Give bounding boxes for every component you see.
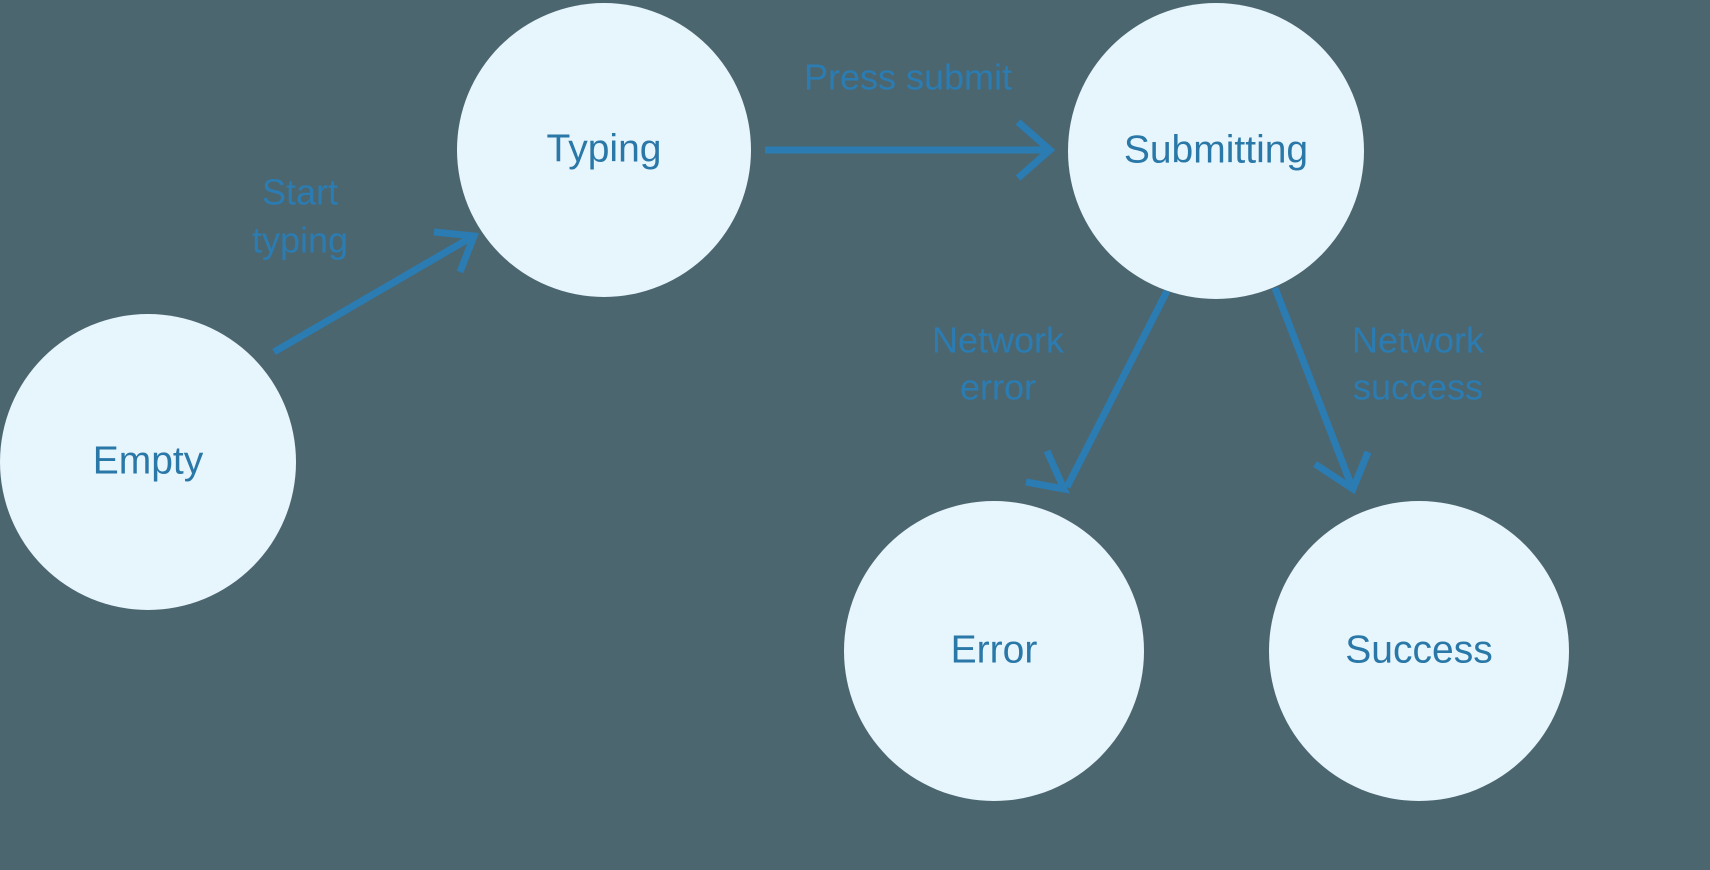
edge-label-typing-to-submitting-line1: Press submit	[804, 57, 1012, 98]
edge-submitting-to-error-arrowhead	[1025, 449, 1070, 494]
state-node-success-circle[interactable]	[1269, 501, 1569, 801]
edge-empty-to-typing	[272, 228, 479, 356]
edge-label-submitting-to-error-line1: Network	[932, 320, 1065, 361]
edge-label-typing-to-submitting: Press submit	[804, 57, 1012, 98]
edge-submitting-to-success-arrowhead	[1313, 450, 1372, 495]
edge-label-submitting-to-success-line2: success	[1353, 367, 1483, 408]
state-node-empty-label: Empty	[93, 439, 204, 482]
state-node-error[interactable]: Error	[844, 501, 1144, 801]
state-node-error-circle[interactable]	[844, 501, 1144, 801]
state-node-success[interactable]: Success	[1269, 501, 1569, 801]
state-node-typing-circle[interactable]	[457, 3, 751, 297]
edge-submitting-to-error	[1025, 289, 1171, 494]
edge-label-submitting-to-success-line1: Network	[1352, 320, 1485, 361]
state-node-empty[interactable]: Empty	[0, 314, 296, 610]
edge-empty-to-typing-arrowhead	[433, 228, 479, 274]
edge-submitting-to-success	[1271, 286, 1372, 495]
edge-label-submitting-to-error: Network error	[932, 320, 1065, 408]
edge-label-empty-to-typing: Start typing	[252, 172, 348, 261]
edge-submitting-to-success-line	[1271, 286, 1356, 489]
state-node-empty-circle[interactable]	[0, 314, 296, 610]
edge-empty-to-typing-line	[272, 234, 472, 356]
edge-label-submitting-to-success: Network success	[1352, 320, 1485, 408]
state-node-submitting-label: Submitting	[1124, 128, 1308, 171]
edge-label-empty-to-typing-line2: typing	[252, 220, 348, 261]
edge-typing-to-submitting	[765, 119, 1056, 181]
edge-typing-to-submitting-arrowhead	[1015, 119, 1056, 181]
state-node-submitting[interactable]: Submitting	[1068, 3, 1364, 299]
state-node-error-label: Error	[951, 628, 1038, 671]
state-node-typing-label: Typing	[547, 127, 662, 170]
edge-label-empty-to-typing-line1: Start	[262, 172, 338, 213]
edge-label-submitting-to-error-line2: error	[960, 367, 1036, 408]
state-node-typing[interactable]: Typing	[457, 3, 751, 297]
state-node-success-label: Success	[1345, 628, 1492, 671]
state-node-submitting-circle[interactable]	[1068, 3, 1364, 299]
edge-submitting-to-error-line	[1063, 289, 1171, 489]
